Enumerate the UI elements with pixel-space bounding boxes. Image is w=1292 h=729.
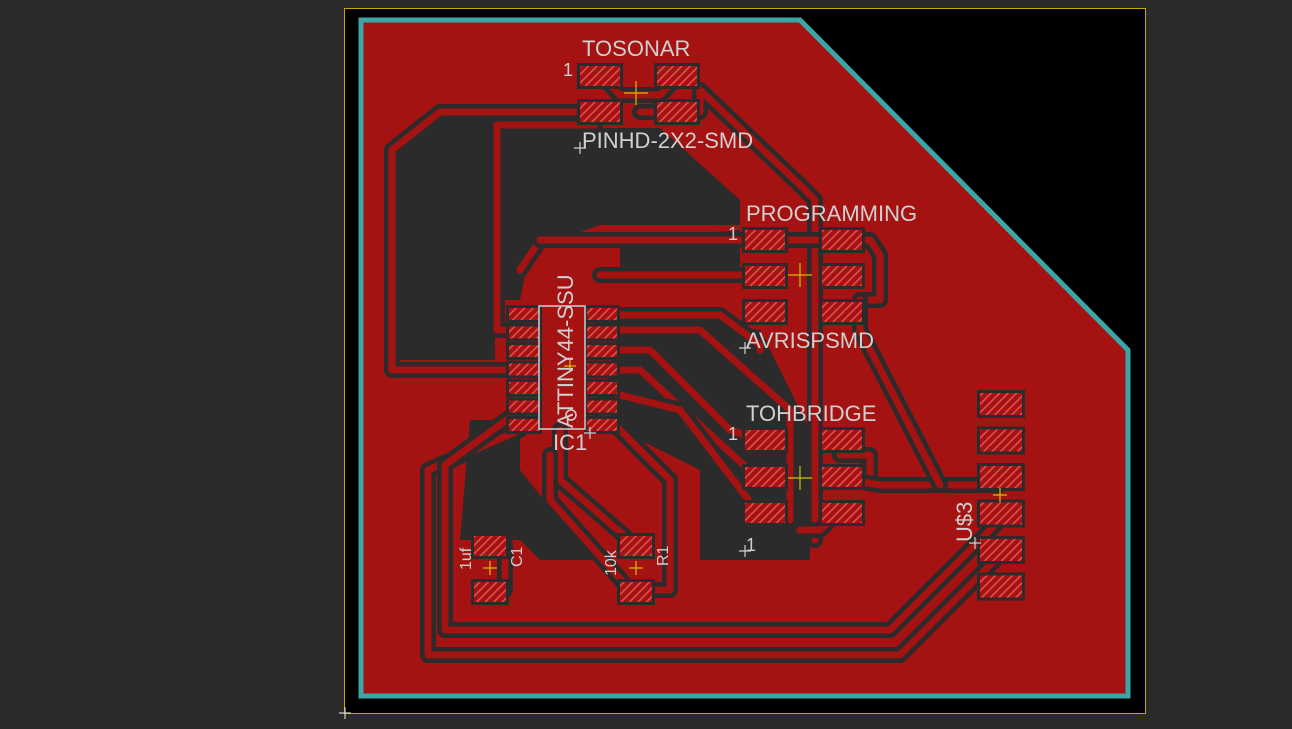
pad-layer — [471, 63, 1025, 605]
ic1-pad[interactable] — [509, 382, 539, 394]
tosonar-value-label[interactable]: PINHD-2X2-SMD — [582, 128, 753, 153]
tosonar-pin1-label: 1 — [563, 60, 573, 80]
trace[interactable] — [388, 108, 584, 374]
board-frame — [344, 8, 1146, 714]
ic1-pad[interactable] — [587, 345, 617, 357]
origin-cross — [969, 537, 981, 549]
origin-cross — [993, 488, 1007, 502]
origin-cross — [584, 427, 596, 439]
trace[interactable] — [441, 406, 1004, 634]
programming-pad[interactable] — [822, 230, 862, 250]
tosonar-pad[interactable] — [580, 102, 620, 122]
ic1-pad[interactable] — [509, 400, 539, 413]
c1-pad[interactable] — [474, 582, 506, 602]
c1-value-label[interactable]: 1uf — [458, 547, 475, 570]
origin-cross — [483, 561, 497, 575]
ic1-pad[interactable] — [587, 419, 617, 431]
origin-crosses — [339, 81, 1007, 719]
origin-cross — [574, 142, 586, 154]
programming-pad[interactable] — [745, 230, 785, 250]
tosonar-name-label[interactable]: TOSONAR — [582, 36, 690, 61]
unpoured-region — [400, 118, 495, 360]
r1-value-label[interactable]: 10k — [603, 549, 620, 576]
ic1-value-label[interactable]: ATTINY44-SSU — [553, 274, 578, 428]
tosonar-pad[interactable] — [657, 102, 697, 122]
origin-cross — [629, 561, 643, 575]
tohbridge-pad[interactable] — [745, 430, 785, 450]
ic1-pad[interactable] — [509, 419, 539, 431]
us3-name-label[interactable]: U$3 — [952, 502, 977, 542]
ic1-pad[interactable] — [509, 363, 539, 376]
ic1-pad[interactable] — [587, 382, 617, 394]
trace[interactable] — [556, 426, 639, 549]
us3-pad[interactable] — [980, 502, 1022, 525]
r1-pad[interactable] — [620, 536, 652, 556]
tohbridge-pin1-bottom-label: 1 — [746, 535, 756, 555]
c1-pad[interactable] — [474, 536, 506, 556]
programming-name-label[interactable]: PROGRAMMING — [746, 201, 917, 226]
ic1-pad[interactable] — [509, 345, 539, 357]
ic1-pad[interactable] — [587, 326, 617, 339]
tohbridge-pad[interactable] — [822, 430, 862, 450]
us3-pad[interactable] — [980, 539, 1022, 561]
trace[interactable] — [596, 326, 794, 524]
trace[interactable] — [836, 451, 874, 484]
origin-cross — [739, 545, 751, 557]
tohbridge-pad[interactable] — [745, 503, 785, 523]
us3-pad[interactable] — [980, 575, 1022, 598]
ic1-pad[interactable] — [587, 363, 617, 376]
ic1-name-label[interactable]: IC1 — [553, 430, 587, 455]
origin-cross — [788, 263, 812, 287]
us3-pad[interactable] — [980, 393, 1022, 415]
ic1-pin1-marker — [565, 409, 577, 421]
tosonar-pad[interactable] — [657, 66, 697, 86]
us3-pad[interactable] — [980, 466, 1022, 488]
ic1-pad[interactable] — [587, 400, 617, 413]
programming-pad[interactable] — [745, 302, 785, 322]
tohbridge-pad[interactable] — [745, 467, 785, 487]
programming-pad[interactable] — [745, 266, 785, 286]
origin-cross — [739, 342, 751, 354]
ic1-pad[interactable] — [509, 308, 539, 320]
programming-pin1-label: 1 — [728, 224, 738, 244]
trace[interactable] — [546, 451, 634, 594]
tosonar-pad[interactable] — [580, 66, 620, 86]
tohbridge-name-label[interactable]: TOHBRIDGE — [746, 401, 876, 426]
origin-cross — [339, 707, 351, 719]
trace[interactable] — [596, 311, 764, 354]
programming-pad[interactable] — [822, 302, 862, 322]
ic1-pad[interactable] — [587, 308, 617, 320]
tohbridge-pad[interactable] — [822, 467, 862, 487]
r1-pad[interactable] — [620, 582, 652, 602]
r1-name-label[interactable]: R1 — [655, 545, 672, 566]
origin-cross — [788, 466, 812, 490]
c1-name-label[interactable]: C1 — [509, 546, 526, 567]
tohbridge-pin1-label: 1 — [728, 424, 738, 444]
origin-cross — [564, 360, 576, 372]
programming-value-label[interactable]: AVRISPSMD — [746, 328, 874, 353]
unpoured-region — [500, 128, 740, 300]
tohbridge-pad[interactable] — [822, 503, 862, 523]
ic1-outline — [538, 305, 586, 430]
programming-pad[interactable] — [822, 266, 862, 286]
ic1-pad[interactable] — [509, 326, 539, 339]
us3-pad[interactable] — [980, 429, 1022, 452]
trace[interactable] — [596, 386, 764, 519]
origin-cross — [624, 81, 648, 105]
